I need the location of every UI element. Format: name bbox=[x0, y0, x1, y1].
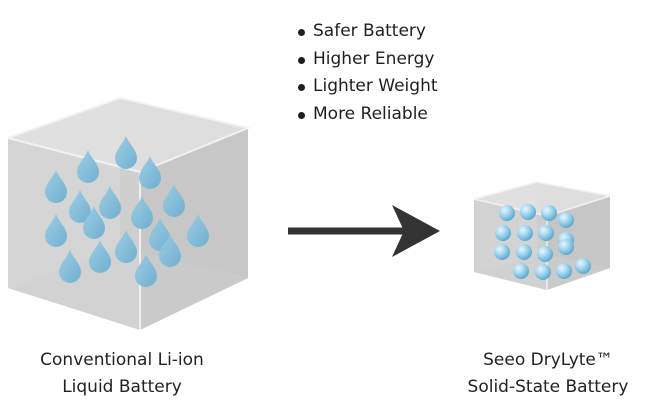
droplet bbox=[131, 196, 153, 229]
solid-sphere bbox=[516, 244, 532, 260]
benefit-item: More Reliable bbox=[296, 101, 438, 129]
caption-line: Conventional Li-ion bbox=[40, 350, 204, 370]
solid-sphere bbox=[535, 264, 551, 280]
solid-sphere bbox=[537, 246, 553, 262]
droplet bbox=[45, 214, 67, 247]
solid-sphere bbox=[495, 225, 511, 241]
solid-sphere bbox=[541, 205, 557, 221]
caption-line: Liquid Battery bbox=[62, 377, 182, 397]
droplet bbox=[163, 184, 185, 217]
solid-sphere bbox=[558, 239, 574, 255]
arrow-icon bbox=[288, 205, 440, 257]
solid-sphere bbox=[558, 212, 574, 228]
droplet bbox=[69, 190, 91, 223]
solid-sphere bbox=[513, 263, 529, 279]
droplet bbox=[159, 234, 181, 267]
solid-state-battery-caption: Seeo DryLyte™ Solid-State Battery bbox=[438, 347, 646, 401]
benefit-item: Safer Battery bbox=[296, 18, 438, 46]
solid-sphere bbox=[494, 244, 510, 260]
caption-line: Seeo DryLyte™ bbox=[483, 350, 613, 370]
solid-sphere bbox=[517, 225, 533, 241]
cube-front-face bbox=[8, 138, 140, 330]
droplet bbox=[135, 254, 157, 287]
caption-line: Solid-State Battery bbox=[467, 377, 629, 397]
cube-front-face bbox=[474, 199, 547, 290]
solid-spheres-icon bbox=[494, 204, 591, 280]
droplet bbox=[89, 240, 111, 273]
droplet bbox=[187, 214, 209, 247]
benefit-item: Lighter Weight bbox=[296, 73, 438, 101]
solid-sphere bbox=[575, 258, 591, 274]
liquid-battery-caption: Conventional Li-ion Liquid Battery bbox=[8, 347, 236, 401]
droplet bbox=[139, 156, 161, 189]
cube-top-face bbox=[8, 98, 248, 172]
solid-sphere bbox=[520, 204, 536, 220]
droplet bbox=[59, 250, 81, 283]
solid-sphere bbox=[556, 263, 572, 279]
droplet bbox=[45, 170, 67, 203]
benefit-item: Higher Energy bbox=[296, 46, 438, 74]
droplet bbox=[115, 230, 137, 263]
droplet bbox=[83, 206, 105, 239]
solid-sphere bbox=[499, 205, 515, 221]
solid-sphere bbox=[538, 225, 554, 241]
cube-edges bbox=[7, 96, 252, 174]
benefits-list: Safer Battery Higher Energy Lighter Weig… bbox=[296, 18, 438, 128]
liquid-battery-cube bbox=[7, 96, 252, 330]
droplet bbox=[115, 136, 137, 169]
droplet bbox=[99, 186, 121, 219]
droplet bbox=[77, 150, 99, 183]
solid-state-battery-cube bbox=[473, 181, 611, 290]
liquid-droplets-icon bbox=[45, 136, 209, 287]
